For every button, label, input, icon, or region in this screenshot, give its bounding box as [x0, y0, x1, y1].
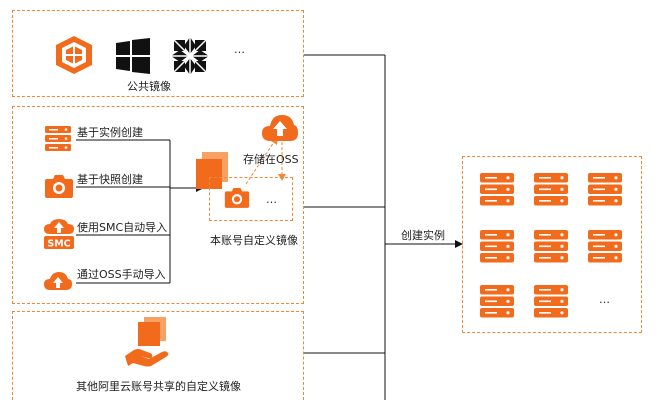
camera-icon: [224, 187, 250, 208]
shared-image-hand-icon: [125, 317, 169, 367]
instance-server-icon: [480, 230, 514, 263]
source-smc-import: 使用SMC自动导入: [77, 221, 168, 234]
public-images-more: …: [234, 43, 245, 56]
server-stack-icon: [45, 126, 71, 151]
custom-images-label: 本账号自定义镜像: [210, 234, 298, 247]
public-images-label: 公共镜像: [127, 80, 171, 93]
smc-cloud-icon: SMC: [44, 219, 74, 250]
custom-images-box: [12, 106, 304, 304]
public-images-box: [12, 10, 304, 97]
windows-icon: [116, 38, 150, 74]
source-oss-import: 通过OSS手动导入: [77, 268, 166, 281]
source-from-instance: 基于实例创建: [77, 126, 143, 139]
shared-images-label: 其他阿里云账号共享的自定义镜像: [76, 380, 241, 393]
instances-box: [462, 156, 642, 333]
instance-server-icon: [480, 285, 514, 318]
oss-cloud-icon: [262, 115, 298, 141]
camera-icon: [45, 175, 73, 198]
instance-server-icon: [534, 230, 568, 263]
shared-images-box: [12, 311, 304, 400]
instance-server-icon: [588, 230, 622, 263]
oss-storage-label: 存储在OSS: [243, 153, 299, 166]
instance-server-icon: [534, 173, 568, 206]
custom-image-more: …: [266, 193, 277, 206]
source-from-snapshot: 基于快照创建: [77, 173, 143, 186]
centos-icon: [170, 36, 210, 76]
cloud-upload-icon: [44, 272, 72, 290]
instances-more: …: [599, 293, 610, 306]
custom-image-inner-box: [209, 177, 293, 221]
instance-server-icon: [588, 173, 622, 206]
create-instance-label: 创建实例: [401, 229, 445, 242]
instance-server-icon: [534, 285, 568, 318]
smc-badge: SMC: [47, 239, 70, 250]
instance-server-icon: [480, 173, 514, 206]
alibaba-cloud-linux-icon: [56, 36, 92, 74]
